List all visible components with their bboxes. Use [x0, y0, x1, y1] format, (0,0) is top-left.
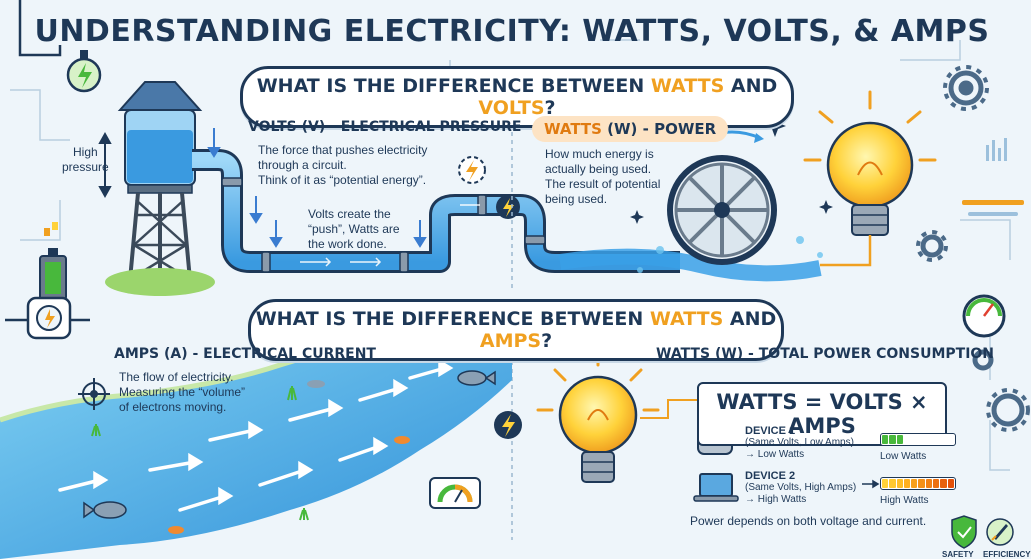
small-gauge-icon — [429, 477, 481, 509]
meter-segment — [940, 479, 947, 488]
device-subtitle: → High Watts — [745, 494, 807, 505]
volts-note-line: Volts create the — [308, 207, 391, 221]
device-title: DEVICE 2 — [745, 470, 796, 482]
flow-arrows — [207, 128, 427, 248]
banner-highlight: VOLTS — [478, 97, 545, 119]
meter-segment — [940, 435, 946, 444]
low-watts-label: Low Watts — [880, 451, 927, 462]
volts-note-line: the work done. — [308, 237, 387, 251]
pressure-label: High pressure — [62, 145, 109, 175]
right-gauge-icon — [962, 294, 1006, 338]
banner-text: WHAT IS THE DIFFERENCE BETWEEN — [256, 75, 651, 97]
top-left-lightning-icon — [18, 0, 102, 93]
volts-desc-line: Think of it as “potential energy”. — [258, 173, 427, 187]
banner-highlight: AMPS — [479, 330, 542, 352]
banner-text: AND — [724, 75, 778, 97]
meter-segment — [882, 435, 889, 444]
river-illustration — [0, 332, 513, 559]
shield-icon — [951, 515, 977, 549]
banner-text: AND — [723, 308, 777, 330]
water-pipe — [192, 149, 680, 273]
meter-segment — [947, 479, 954, 488]
pipe-lightning-icon — [496, 195, 520, 219]
page-title: UNDERSTANDING ELECTRICITY: WATTS, VOLTS,… — [34, 14, 990, 49]
amps-desc-line: Measuring the “volume” — [119, 385, 246, 399]
watts-desc-line: actually being used. — [545, 162, 652, 176]
high-watts-label: High Watts — [880, 495, 929, 506]
laptop-icon — [693, 473, 739, 502]
device-subtitle: (Same Volts, Low Amps) — [745, 437, 854, 448]
watts-desc-line: How much energy is — [545, 147, 654, 161]
meter-segment — [925, 479, 933, 488]
top-lightbulb-icon — [803, 90, 937, 267]
volts-desc-line: The force that pushes electricity — [258, 143, 428, 157]
meter-segment — [882, 479, 889, 488]
banner-highlight: WATTS — [650, 75, 725, 97]
meter-segment — [896, 435, 903, 444]
battery-icon — [39, 222, 67, 301]
pressure-label-line: High — [73, 145, 98, 159]
pressure-label-line: pressure — [62, 160, 109, 174]
meter-segment — [948, 435, 954, 444]
left-gauge-icon — [5, 296, 90, 340]
banner-text: WHAT IS THE DIFFERENCE BETWEEN — [255, 308, 650, 330]
pressure-arrow — [98, 131, 112, 199]
low-watts-meter — [880, 433, 956, 446]
volts-title: VOLTS (V) - ELECTRICAL PRESSURE — [248, 119, 522, 135]
water-tower-icon — [105, 81, 215, 296]
meter-segment — [903, 479, 911, 488]
device-title: DEVICE 1 — [745, 425, 796, 437]
volts-lightning-icon — [458, 156, 486, 184]
banner-highlight: WATTS — [649, 308, 724, 330]
meter-segment — [889, 435, 896, 444]
amps-description: The flow of electricity. Measuring the “… — [119, 370, 245, 415]
meter-segment — [918, 479, 925, 488]
safety-label: SAFETY — [942, 550, 974, 559]
banner-text: ? — [541, 330, 553, 352]
amps-desc-line: of electrons moving. — [119, 400, 227, 414]
meter-segment — [933, 479, 940, 488]
efficiency-label: EFFICIENCY — [983, 550, 1031, 559]
volts-note-line: “push”, Watts are — [308, 222, 400, 236]
meter-segment — [911, 435, 917, 444]
high-watts-meter — [880, 477, 956, 490]
watts-desc-line: The result of potential — [545, 177, 661, 191]
amps-title: AMPS (A) - ELECTRICAL CURRENT — [114, 346, 376, 362]
rocket-icon — [986, 518, 1014, 546]
meter-segment — [896, 479, 903, 488]
power-footer: Power depends on both voltage and curren… — [690, 514, 927, 528]
meter-segment — [933, 435, 939, 444]
meter-segment — [926, 435, 932, 444]
volts-desc-line: through a circuit. — [258, 158, 347, 172]
device-1: DEVICE 1 (Same Volts, Low Amps) → Low Wa… — [745, 425, 854, 461]
volts-description: The force that pushes electricity throug… — [258, 143, 427, 188]
water-wheel-icon — [667, 130, 777, 265]
watts-power-description: How much energy is actually being used. … — [545, 147, 660, 207]
amps-lightning-icon — [494, 411, 522, 439]
device-subtitle: → Low Watts — [745, 449, 805, 460]
amps-desc-line: The flow of electricity. — [119, 370, 234, 384]
target-icon — [78, 378, 110, 410]
meter-segment — [889, 479, 896, 488]
fish-icon — [83, 370, 496, 534]
watts-title-rest: (W) - POWER — [601, 120, 717, 138]
device-subtitle: (Same Volts, High Amps) — [745, 482, 857, 493]
watts-power-title: WATTS (W) - POWER — [532, 116, 729, 142]
amps-banner: WHAT IS THE DIFFERENCE BETWEEN WATTS AND… — [248, 299, 784, 361]
banner-text: ? — [544, 97, 556, 119]
meter-segment — [904, 435, 910, 444]
bottom-lightbulb-icon — [536, 350, 700, 483]
meter-segment — [918, 435, 924, 444]
watts-word: WATTS — [544, 120, 602, 138]
device-2: DEVICE 2 (Same Volts, High Amps) → High … — [745, 470, 856, 506]
volts-banner: WHAT IS THE DIFFERENCE BETWEEN WATTS AND… — [240, 66, 794, 128]
volts-note: Volts create the “push”, Watts are the w… — [308, 207, 400, 252]
total-power-title: WATTS (W) - TOTAL POWER CONSUMPTION — [656, 346, 995, 362]
meter-segment — [911, 479, 918, 488]
watts-desc-line: being used. — [545, 192, 608, 206]
